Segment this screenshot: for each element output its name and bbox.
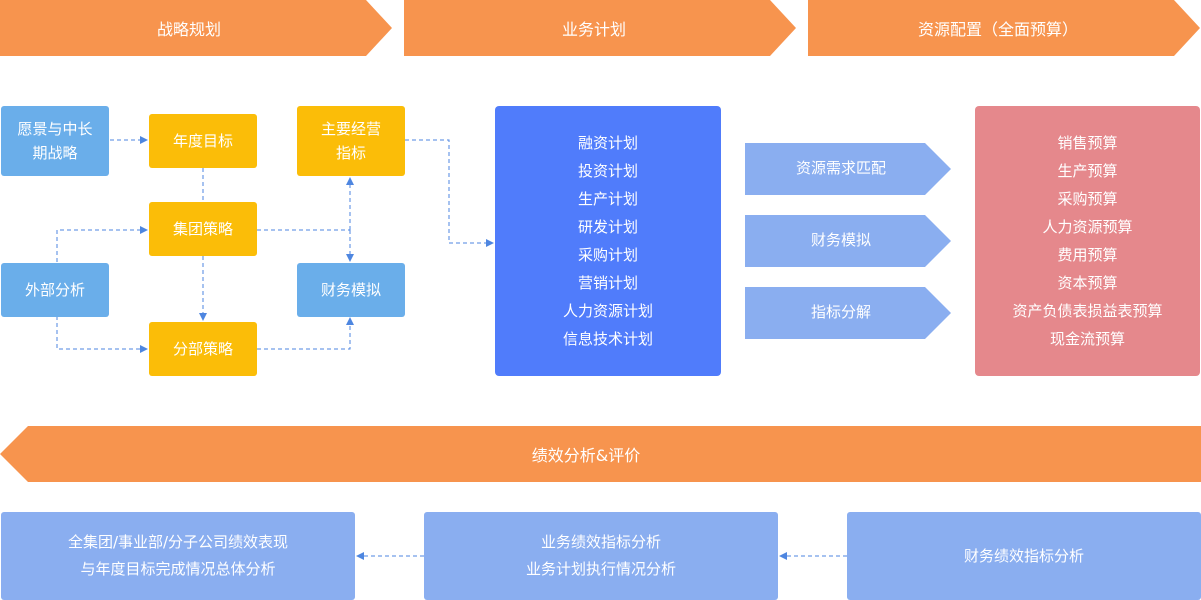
step-label: 财务模拟 (810, 231, 871, 249)
step-label: 资源需求匹配 (795, 159, 886, 177)
arrow-shape (745, 287, 951, 339)
vision-strategy-box: 愿景与中长 期战略 (1, 106, 109, 176)
step-resource-matching: 资源需求匹配 (745, 143, 951, 195)
financial-sim-label: 财务模拟 (320, 281, 381, 299)
budget-item: 资本预算 (1057, 274, 1118, 292)
plan-item: 融资计划 (577, 134, 638, 152)
evaluation-title: 绩效分析&评价 (531, 446, 641, 465)
main-indicators-box: 主要经营 指标 (297, 106, 405, 176)
step-indicator-breakdown: 指标分解 (745, 287, 951, 339)
plan-item: 信息技术计划 (562, 330, 653, 348)
phase-strategy-label: 战略规划 (156, 20, 221, 39)
main-indicators-line-1: 主要经营 (320, 120, 381, 138)
budget-item: 费用预算 (1057, 246, 1118, 264)
step-financial-sim: 财务模拟 (745, 215, 951, 267)
plan-item: 人力资源计划 (562, 302, 653, 320)
annual-goal-label: 年度目标 (172, 132, 233, 150)
plan-item: 采购计划 (577, 246, 638, 264)
arrow-shape (745, 215, 951, 267)
external-analysis-label: 外部分析 (24, 281, 85, 299)
budget-item: 资产负债表损益表预算 (1012, 302, 1163, 320)
division-strategy-label: 分部策略 (172, 340, 233, 358)
plan-item: 生产计划 (577, 190, 638, 208)
vision-line-2: 期战略 (32, 144, 78, 162)
group-analysis-line-1: 全集团/事业部/分子公司绩效表现 (67, 533, 289, 551)
phase-resource-banner: 资源配置（全面预算） (808, 0, 1200, 56)
vision-line-1: 愿景与中长 (17, 120, 93, 138)
evaluation-banner: 绩效分析&评价 (0, 426, 1201, 482)
chevron-left-shape (0, 426, 1201, 482)
budget-item: 生产预算 (1057, 162, 1118, 180)
budget-item: 人力资源预算 (1042, 218, 1133, 236)
budgets-box: 销售预算 生产预算 采购预算 人力资源预算 费用预算 资本预算 资产负债表损益表… (975, 106, 1200, 376)
group-performance-box: 全集团/事业部/分子公司绩效表现 与年度目标完成情况总体分析 (1, 512, 355, 600)
financial-analysis-label: 财务绩效指标分析 (963, 547, 1084, 565)
budget-item: 销售预算 (1057, 134, 1118, 152)
phase-business-banner: 业务计划 (404, 0, 796, 56)
chevron-shape (808, 0, 1200, 56)
chevron-shape (0, 0, 392, 56)
budget-item: 现金流预算 (1049, 330, 1125, 348)
group-strategy-box: 集团策略 (149, 202, 257, 256)
plan-item: 研发计划 (577, 218, 638, 236)
plan-item: 营销计划 (577, 274, 638, 292)
annual-goal-box: 年度目标 (149, 114, 257, 168)
business-analysis-line-2: 业务计划执行情况分析 (525, 560, 676, 578)
group-strategy-label: 集团策略 (172, 220, 233, 238)
business-analysis-line-1: 业务绩效指标分析 (540, 533, 661, 551)
business-plans-box: 融资计划 投资计划 生产计划 研发计划 采购计划 营销计划 人力资源计划 信息技… (495, 106, 721, 376)
external-analysis-box: 外部分析 (1, 263, 109, 317)
financial-performance-box: 财务绩效指标分析 (847, 512, 1201, 600)
plan-item: 投资计划 (577, 162, 638, 180)
phase-resource-label: 资源配置（全面预算） (917, 20, 1078, 39)
phase-business-label: 业务计划 (561, 20, 626, 39)
group-analysis-line-2: 与年度目标完成情况总体分析 (80, 560, 276, 578)
step-label: 指标分解 (810, 303, 871, 321)
division-strategy-box: 分部策略 (149, 322, 257, 376)
financial-sim-box: 财务模拟 (297, 263, 405, 317)
arrow-shape (745, 143, 951, 195)
chevron-shape (404, 0, 796, 56)
phase-strategy-banner: 战略规划 (0, 0, 392, 56)
business-performance-box: 业务绩效指标分析 业务计划执行情况分析 (424, 512, 778, 600)
budget-item: 采购预算 (1057, 190, 1118, 208)
main-indicators-line-2: 指标 (335, 144, 366, 162)
